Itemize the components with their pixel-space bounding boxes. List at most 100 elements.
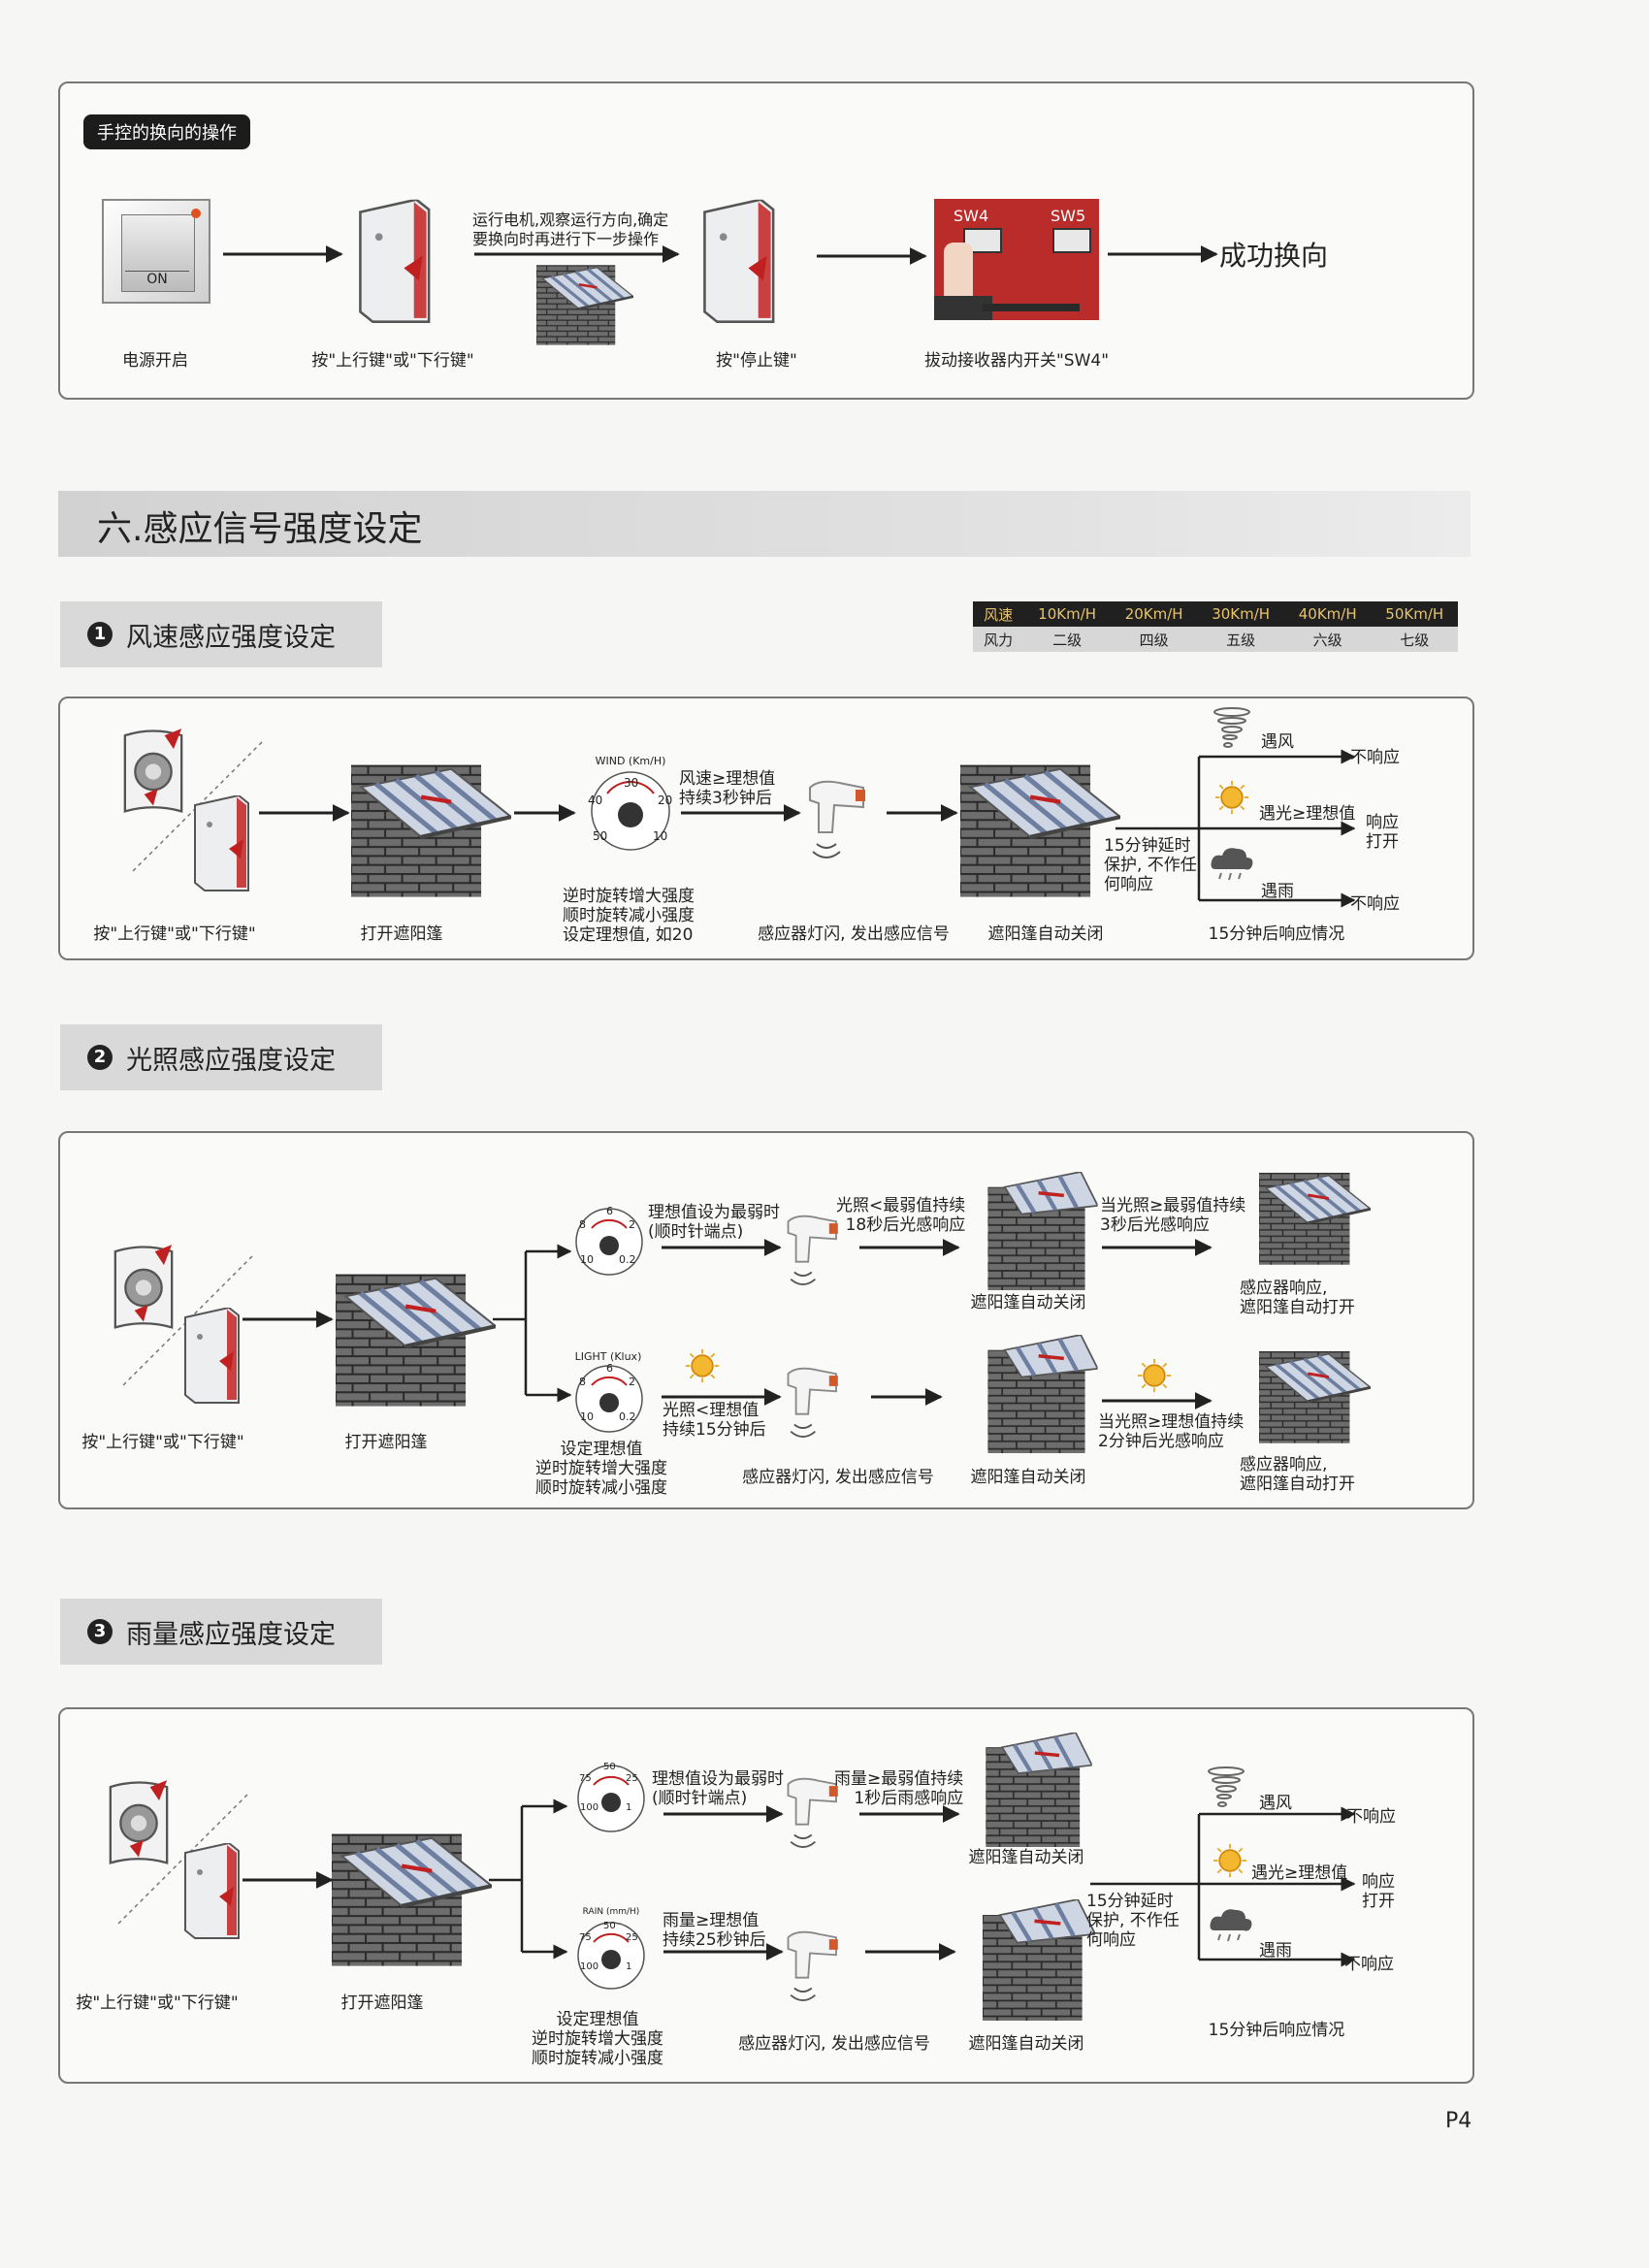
switch-on-label: ON [125,271,189,287]
rain-no-resp-2: 不响应 [1344,1955,1394,1974]
sw4-label: SW4 [954,207,989,225]
step-updown-label: 按"上行键"或"下行键" [311,351,474,371]
rain-cloud-icon [1208,844,1256,883]
light-dial-title: LIGHT (Klux) [574,1350,642,1363]
light-resp-2: 感应器响应, 遮阳篷自动打开 [1240,1455,1355,1494]
sun-icon [1212,1843,1247,1878]
section6-header [58,491,1471,557]
light-tick: 8 [579,1376,586,1388]
force-cell: 二级 [1023,627,1111,652]
speed-cell: 20Km/H [1110,601,1198,627]
rain-weak-note: 理想值设为最弱时 (顺时针端点) [652,1769,784,1808]
response-branches [1116,749,1356,908]
rain-tick: 75 [579,1773,592,1784]
wind-meet-rain: 遇雨 [1261,882,1294,901]
light-tick: 0.2 [619,1253,636,1266]
rain-tick: 1 [626,1961,632,1972]
light-tick: 2 [629,1376,635,1388]
wind-sensor-label: 感应器灯闪, 发出感应信号 [758,924,950,944]
wind-no-resp-1: 不响应 [1350,748,1400,767]
force-cell: 四级 [1110,627,1198,652]
response-branches [1090,1806,1356,1967]
rain-press-label: 按"上行键"或"下行键" [76,1993,239,2013]
sensor-icon [784,1363,854,1442]
rain-meet-wind: 遇风 [1259,1794,1292,1813]
wind-meet-light: 遇光≥理想值 [1259,804,1356,824]
split-arrows [493,1244,572,1403]
rain-dial-icon [577,1922,645,1990]
split-arrows [489,1798,568,1960]
light-weak-note: 理想值设为最弱时 (顺时针端点) [648,1203,780,1242]
rain-cond: 雨量≥理想值 持续25秒钟后 [663,1911,766,1950]
awning-open-icon [1259,1160,1371,1272]
force-cell: 风力 [973,627,1024,652]
light-when-light: 当光照≥最弱值持续 3秒后光感响应 [1100,1196,1246,1235]
arrow-icon [663,1805,784,1823]
awning-open-icon [351,757,511,897]
motor-note: 运行电机,观察运行方向,确定 要换向时再进行下一步操作 [472,211,669,248]
light-close-1: 遮阳篷自动关闭 [970,1293,1086,1312]
receiver-board-icon: SW4 SW5 [934,199,1099,320]
rain-no-resp-1: 不响应 [1346,1807,1396,1827]
tornado-icon [1212,706,1251,755]
awning-closed-icon [980,1335,1106,1453]
rain-dial-title: RAIN (mm/H) [582,1907,640,1917]
rain-close-1: 遮阳篷自动关闭 [968,1848,1084,1867]
rain-tick: 25 [626,1773,638,1784]
wind-close-label: 遮阳篷自动关闭 [987,924,1104,944]
arrow-icon [259,804,350,822]
awning-closed-icon [976,1899,1102,2021]
arrow-icon [662,1239,782,1256]
awning-open-icon [332,1826,492,1966]
sw5-label: SW5 [1051,207,1086,225]
arrow-icon [871,1388,943,1406]
wind-dial-tick: 20 [658,794,673,807]
light-tick: 6 [606,1205,613,1217]
arrow-icon [859,1805,960,1823]
wind-speed-table: 风速 10Km/H 20Km/H 30Km/H 40Km/H 50Km/H 风力… [973,601,1458,652]
arrow-icon [681,804,801,822]
light-sensor-label: 感应器灯闪, 发出感应信号 [742,1468,934,1487]
wind-dial-tick: 30 [624,776,639,790]
power-switch-icon: ON [102,199,210,304]
wind-dial-tick: 40 [588,794,603,807]
wind-title: 风速感应强度设定 [126,622,336,653]
rain-tick: 1 [626,1802,632,1813]
speed-cell: 50Km/H [1371,601,1458,627]
sun-icon [1214,780,1249,815]
rain-close-2: 遮阳篷自动关闭 [968,2034,1084,2054]
rain-delay-note: 15分钟延时 保护, 不作任 何响应 [1086,1892,1180,1950]
awning-icon [960,757,1120,897]
tornado-icon [1207,1766,1245,1814]
speed-cell: 10Km/H [1023,601,1111,627]
rain-tick: 50 [603,1762,616,1772]
light-weak-cond: 光照<最弱值持续 18秒后光感响应 [836,1196,966,1235]
section6-title: 六.感应信号强度设定 [97,509,423,549]
wind-dial-icon [591,771,670,851]
manual-reverse-tag: 手控的换向的操作 [83,114,250,149]
wind-dial-title: WIND (Km/H) [595,755,666,767]
force-cell: 五级 [1197,627,1284,652]
speed-cell: 40Km/H [1283,601,1372,627]
awning-closed-icon [976,1733,1102,1847]
wind-dial-tick: 10 [653,829,668,843]
rain-set-note: 设定理想值 逆时旋转增大强度 顺时旋转减小强度 [532,2010,663,2068]
arrow-icon [859,1239,960,1256]
arrow-icon [223,245,343,263]
rain-tick: 75 [579,1932,592,1943]
step-stop-label: 按"停止键" [716,351,797,371]
arrow-icon [887,804,958,822]
light-dial-icon [575,1208,643,1276]
light-tick: 8 [579,1218,586,1231]
sun-icon [1137,1358,1172,1393]
sensor-icon [784,1927,854,2006]
arrow-icon [663,1943,784,1960]
arrow-icon [817,247,927,265]
rain-resp-open: 响应 打开 [1362,1872,1395,1911]
arrow-icon [662,1388,782,1406]
light-tick: 0.2 [619,1410,636,1423]
rain-meet-light: 遇光≥理想值 [1251,1863,1348,1883]
light-press-label: 按"上行键"或"下行键" [81,1433,244,1452]
